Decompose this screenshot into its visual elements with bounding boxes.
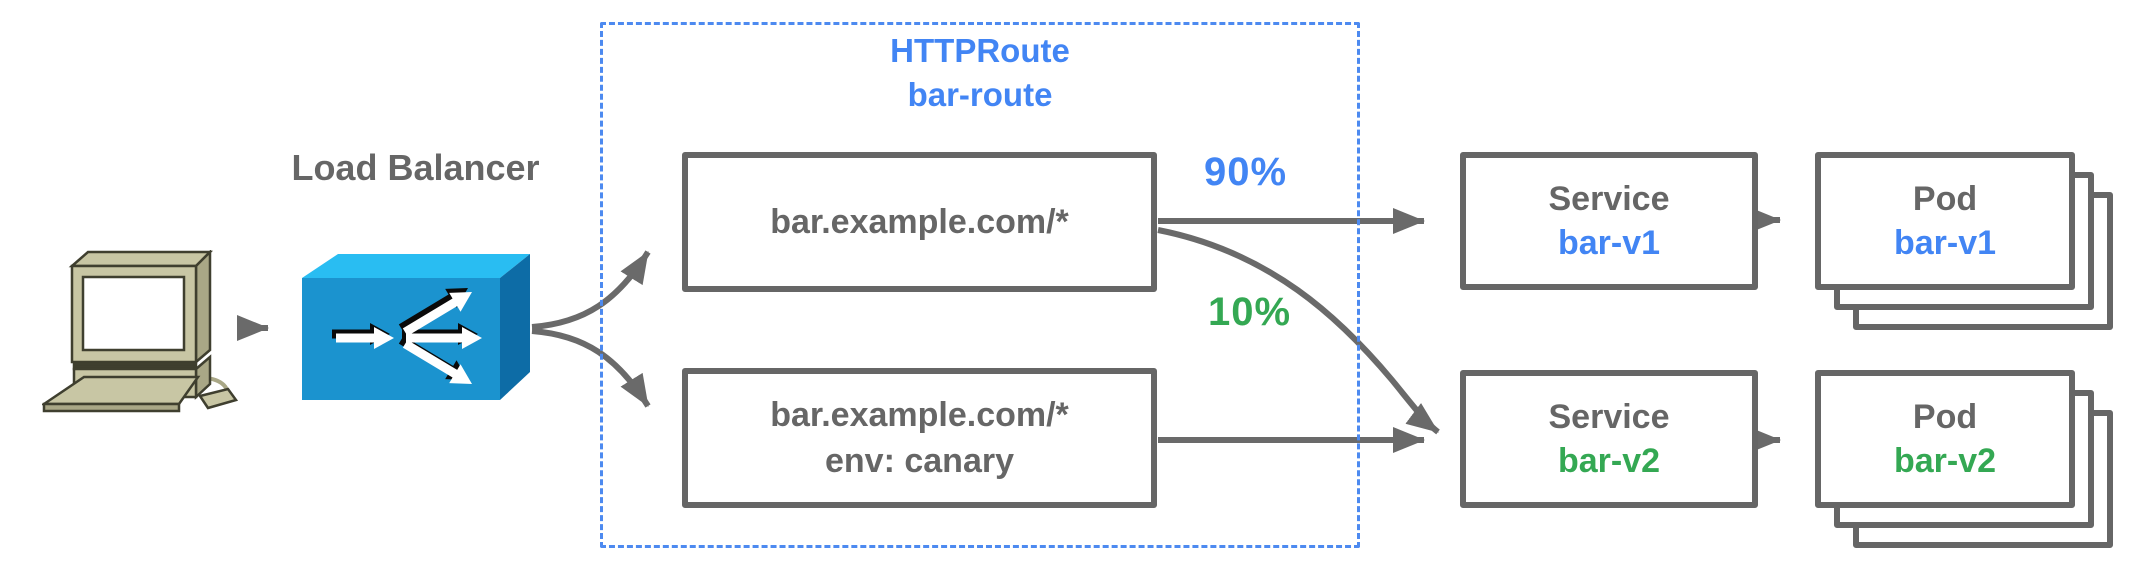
weight-90-label: 90% <box>1204 150 1288 194</box>
rule-header-label: env: canary <box>825 442 1014 480</box>
service-name-label: bar-v1 <box>1557 224 1661 262</box>
service-name-label: bar-v2 <box>1557 442 1661 480</box>
pod-kind-label: Pod <box>1912 180 1978 218</box>
pod-name-label: bar-v2 <box>1893 442 1997 480</box>
weight-10-label: 10% <box>1208 290 1292 334</box>
service-kind-label: Service <box>1548 398 1670 436</box>
pod-bar-v1-box: Pod bar-v1 <box>1815 152 2075 290</box>
route-rule-canary-box: bar.example.com/* env: canary <box>682 368 1157 508</box>
service-kind-label: Service <box>1548 180 1670 218</box>
client-computer-icon <box>42 250 239 413</box>
pod-name-label: bar-v1 <box>1893 224 1997 262</box>
pod-bar-v1-stack: Pod bar-v1 <box>1815 152 2113 330</box>
service-bar-v2-box: Service bar-v2 <box>1460 370 1758 508</box>
pod-bar-v2-box: Pod bar-v2 <box>1815 370 2075 508</box>
httproute-group: HTTPRoute bar-route <box>600 22 1360 548</box>
pod-bar-v2-stack: Pod bar-v2 <box>1815 370 2113 548</box>
service-bar-v1-box: Service bar-v1 <box>1460 152 1758 290</box>
httproute-title: HTTPRoute bar-route <box>603 29 1357 117</box>
load-balancer-icon <box>302 254 530 400</box>
rule-match-label: bar.example.com/* <box>770 396 1069 434</box>
httproute-kind-label: HTTPRoute <box>890 32 1070 69</box>
pod-kind-label: Pod <box>1912 398 1978 436</box>
route-rule-hostname-box: bar.example.com/* <box>682 152 1157 292</box>
load-balancer-label: Load Balancer <box>291 147 540 188</box>
rule-match-label: bar.example.com/* <box>770 203 1069 241</box>
httproute-name-label: bar-route <box>907 76 1053 113</box>
